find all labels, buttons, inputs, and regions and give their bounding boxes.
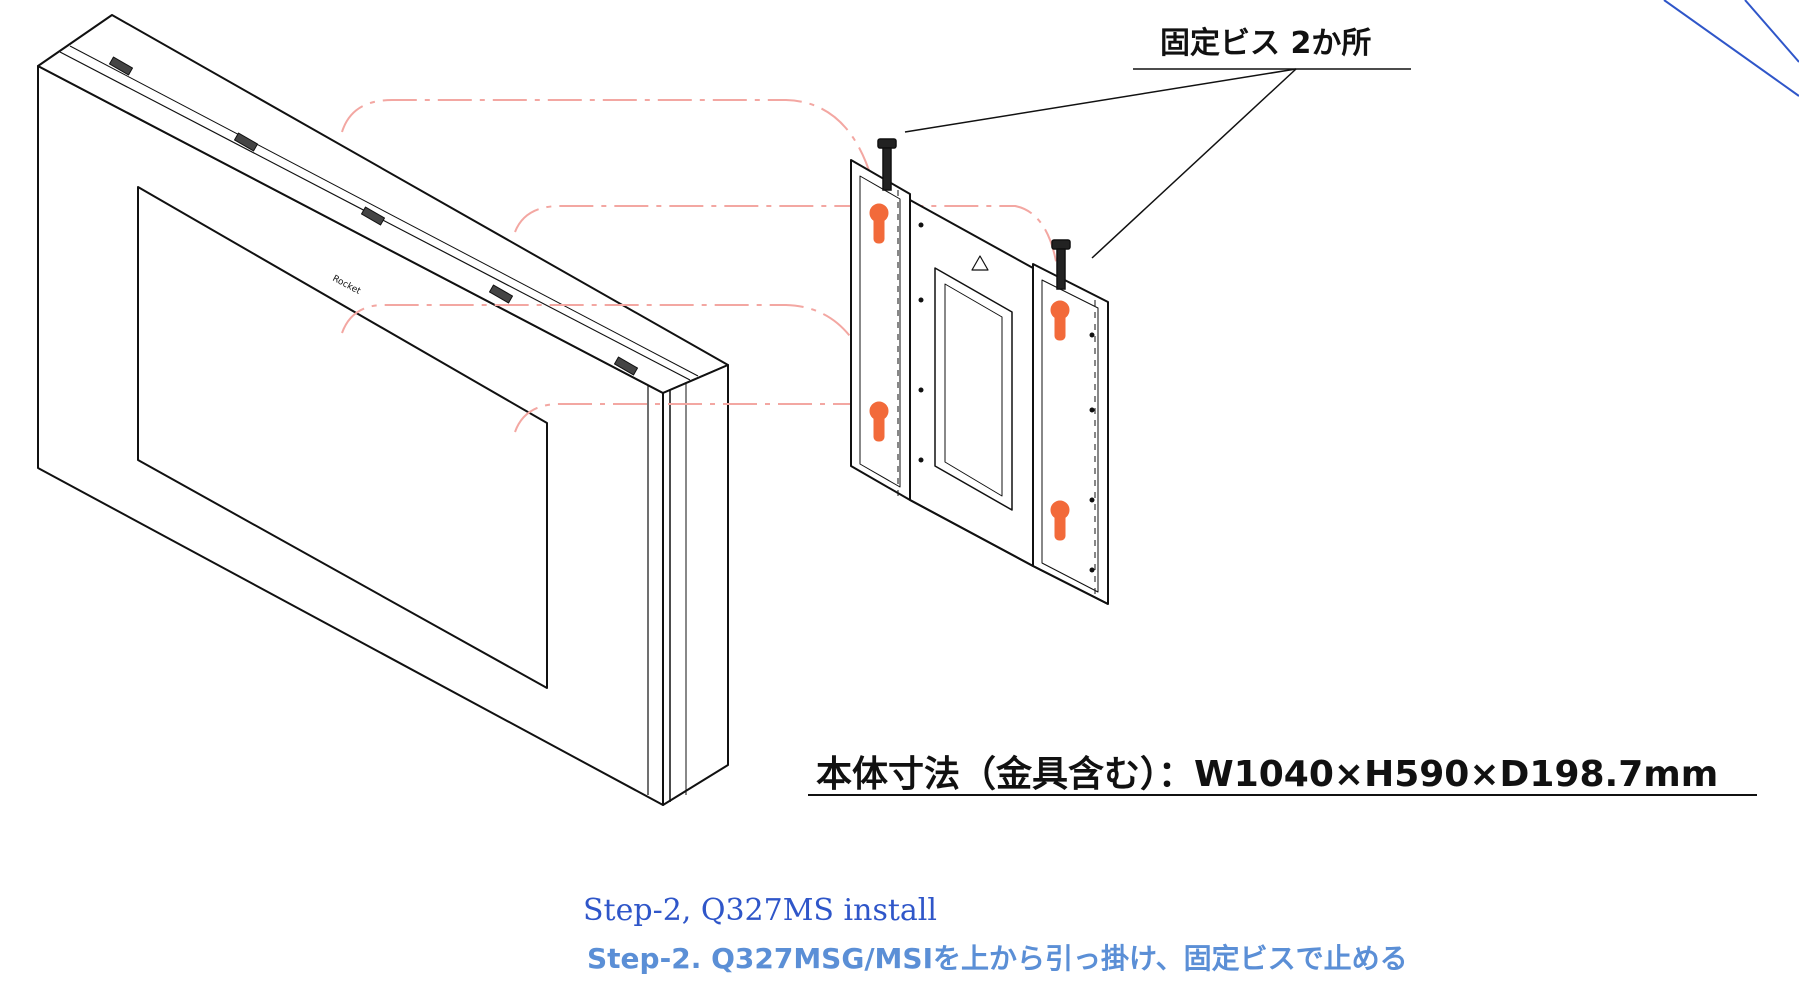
top-edge-brackets	[108, 56, 639, 376]
step-caption-japanese: Step-2. Q327MSG/MSIを上から引っ掛け、固定ビスで止める	[587, 942, 1408, 975]
dimension-label: 本体寸法（金具含む）：W1040×H590×D198.7mm	[816, 754, 1719, 795]
keyhole-hooks	[869, 203, 1070, 541]
fixing-screws	[877, 138, 1071, 290]
hook-bottom-left	[869, 401, 889, 442]
step-caption-english: Step-2, Q327MS install	[583, 893, 937, 928]
wall-bracket	[850, 159, 1109, 605]
hook-top-left	[869, 203, 889, 244]
hook-top-right	[1050, 300, 1070, 341]
display-unit: Rocket	[37, 14, 729, 806]
screw-right	[1051, 239, 1071, 290]
screw-left	[877, 138, 897, 191]
screws-label: 固定ビス 2か所	[1160, 26, 1372, 61]
corner-lines	[1663, 0, 1799, 97]
hook-bottom-right	[1050, 500, 1070, 541]
screw-leader-lines	[904, 68, 1411, 259]
